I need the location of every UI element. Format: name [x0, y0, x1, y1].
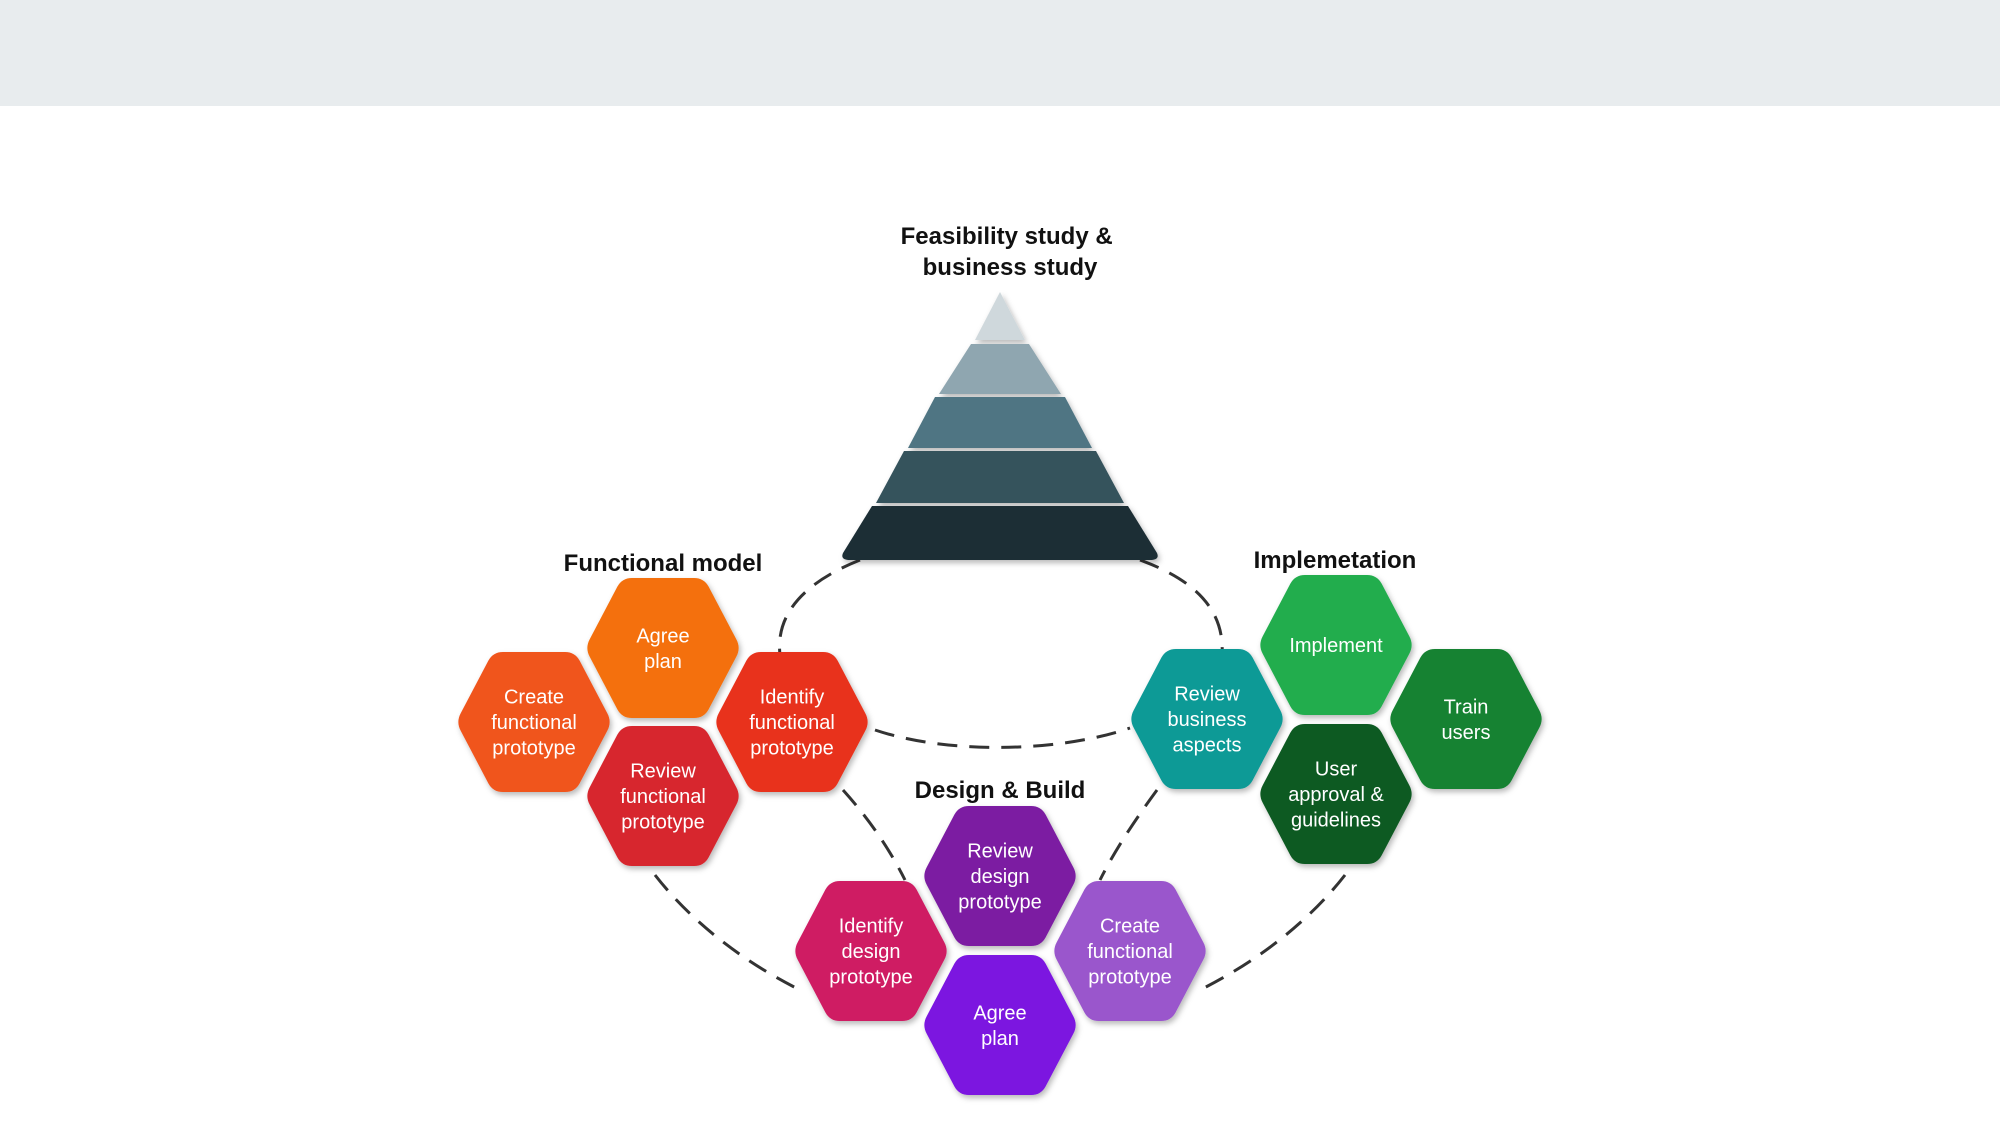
hex-label: Create functional prototype — [1087, 916, 1173, 989]
hex-label-line: prototype — [492, 738, 575, 760]
hex-identify-functional-prototype[interactable]: Identify functional prototype — [716, 652, 868, 792]
connector-functional-design — [841, 788, 907, 881]
hex-label-line: users — [1442, 722, 1491, 744]
feasibility-title-line-1: Feasibility study & — [901, 223, 1113, 250]
hex-label-line: Create — [504, 687, 564, 709]
hex-shape — [1260, 575, 1412, 715]
hex-label-line: approval & — [1288, 784, 1384, 806]
implementation-group: Implement Review business aspects Train use… — [1131, 575, 1542, 864]
hex-review-functional-prototype[interactable]: Review functional prototype — [587, 726, 739, 866]
functional-model-group: Agree plan Create functional prototype Iden… — [458, 578, 868, 866]
hex-label-line: Agree — [973, 1002, 1026, 1024]
hex-label-line: User — [1315, 759, 1358, 781]
design-build-group: Review design prototype Identify design prot… — [795, 806, 1206, 1095]
hex-label-line: Agree — [636, 625, 689, 647]
top-band — [0, 0, 2000, 106]
hex-shape — [458, 652, 610, 792]
hex-implement[interactable]: Implement — [1260, 575, 1412, 715]
functional-model-title: Functional model — [564, 550, 763, 577]
hex-label-line: business — [1168, 709, 1247, 731]
hex-shape — [587, 578, 739, 718]
connector-pyramid-implementation — [1139, 558, 1224, 656]
hex-shape — [924, 955, 1076, 1095]
hex-shape — [587, 726, 739, 866]
hex-label: Agree plan — [636, 625, 689, 673]
hex-label-line: Identify — [839, 916, 903, 938]
pyramid-tier — [939, 344, 1061, 394]
hex-label-line: Review — [967, 841, 1033, 863]
hex-create-functional-prototype[interactable]: Create functional prototype — [458, 652, 610, 792]
hex-review-business-aspects[interactable]: Review business aspects — [1131, 649, 1283, 789]
hex-user-approval-guidelines[interactable]: User approval & guidelines — [1260, 724, 1412, 864]
connector-implementation-design-outer — [1199, 874, 1347, 992]
hex-label-line: plan — [644, 651, 682, 673]
implementation-title: Implemetation — [1254, 547, 1417, 574]
hex-label-line: prototype — [829, 967, 912, 989]
hex-agree-plan-design[interactable]: Agree plan — [924, 955, 1076, 1095]
hex-review-design-prototype[interactable]: Review design prototype — [924, 806, 1076, 946]
hex-label: User approval & guidelines — [1288, 759, 1384, 832]
design-build-title: Design & Build — [915, 777, 1086, 804]
hex-label-line: design — [971, 866, 1030, 888]
hex-label: Agree plan — [973, 1002, 1026, 1050]
hex-create-functional-prototype-design[interactable]: Create functional prototype — [1054, 881, 1206, 1021]
hex-shape — [1390, 649, 1542, 789]
connector-functional-implementation — [874, 726, 1131, 749]
hex-label: Create functional prototype — [491, 687, 577, 760]
pyramid-tier — [908, 397, 1092, 448]
connector-functional-design-outer — [653, 874, 801, 992]
pyramid-tier — [876, 451, 1124, 503]
connector-pyramid-functional — [778, 558, 861, 656]
hex-label-line: Create — [1100, 916, 1160, 938]
pyramid-tier — [842, 506, 1158, 560]
hex-label-line: Implement — [1289, 635, 1383, 657]
hex-label: Identify design prototype — [829, 916, 912, 989]
feasibility-title: Feasibility study & business study — [901, 223, 1120, 281]
hex-label-line: Train — [1444, 696, 1489, 718]
hex-label-line: Review — [630, 761, 696, 783]
hex-label-line: guidelines — [1291, 810, 1381, 832]
hex-label-line: plan — [981, 1028, 1019, 1050]
dashed-connectors — [653, 558, 1347, 992]
hex-label: Train users — [1442, 696, 1491, 744]
hex-label-line: prototype — [1088, 967, 1171, 989]
hex-label-line: prototype — [621, 812, 704, 834]
hex-label: Review functional prototype — [620, 761, 706, 834]
pyramid — [842, 292, 1158, 560]
hex-label-line: functional — [749, 712, 835, 734]
hex-label: Review business aspects — [1168, 684, 1247, 757]
hex-label-line: functional — [491, 712, 577, 734]
hex-shape — [924, 806, 1076, 946]
hex-shape — [1054, 881, 1206, 1021]
pyramid-tier — [975, 292, 1025, 340]
hex-label-line: prototype — [958, 892, 1041, 914]
hex-train-users[interactable]: Train users — [1390, 649, 1542, 789]
hex-label-line: aspects — [1173, 735, 1242, 757]
hex-label-line: design — [842, 941, 901, 963]
hex-label: Implement — [1289, 635, 1383, 657]
hex-shape — [795, 881, 947, 1021]
feasibility-title-line-2: business study — [923, 254, 1098, 281]
hex-identify-design-prototype[interactable]: Identify design prototype — [795, 881, 947, 1021]
hex-label-line: functional — [1087, 941, 1173, 963]
hex-label-line: Review — [1174, 684, 1240, 706]
connector-implementation-design — [1098, 789, 1159, 881]
hex-shape — [716, 652, 868, 792]
hex-label: Review design prototype — [958, 841, 1041, 914]
hex-shape — [1260, 724, 1412, 864]
hex-shape — [1131, 649, 1283, 789]
hex-agree-plan[interactable]: Agree plan — [587, 578, 739, 718]
hex-label-line: functional — [620, 786, 706, 808]
hex-label-line: Identify — [760, 687, 824, 709]
hex-label: Identify functional prototype — [749, 687, 835, 760]
hex-label-line: prototype — [750, 738, 833, 760]
